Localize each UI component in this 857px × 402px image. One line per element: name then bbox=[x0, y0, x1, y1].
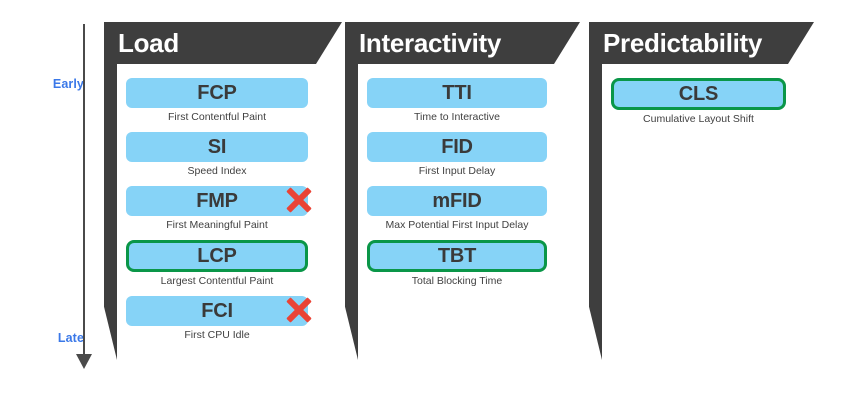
metric-pill[interactable]: TTI bbox=[367, 78, 547, 108]
metric-caption: Cumulative Layout Shift bbox=[643, 113, 754, 125]
metric-abbreviation: LCP bbox=[197, 245, 237, 268]
metric-abbreviation: TTI bbox=[442, 82, 472, 104]
metric-caption: First CPU Idle bbox=[184, 329, 250, 342]
timeline-label-early: Early bbox=[52, 77, 84, 91]
metric-caption: Total Blocking Time bbox=[411, 275, 503, 288]
metric-pill-highlighted[interactable]: LCP bbox=[126, 240, 308, 273]
metric-caption: Max Potential First Input Delay bbox=[385, 219, 529, 232]
column-spine bbox=[104, 64, 117, 360]
metric-pill-highlighted[interactable]: CLS bbox=[611, 78, 786, 110]
column-body: CLS Cumulative Layout Shift bbox=[589, 64, 814, 125]
metric-abbreviation: SI bbox=[207, 136, 227, 159]
metric-caption: First Contentful Paint bbox=[167, 111, 267, 123]
metric-pill[interactable]: FCP bbox=[126, 78, 308, 108]
metric-abbreviation: FMP bbox=[196, 190, 238, 213]
metric-item: FCP First Contentful Paint bbox=[126, 78, 342, 123]
timeline-axis: Early Late bbox=[24, 20, 100, 380]
metric-abbreviation: FCI bbox=[201, 300, 233, 323]
metric-caption: Largest Contentful Paint bbox=[160, 275, 274, 288]
column-banner: Interactivity bbox=[345, 22, 580, 64]
metric-item: FMP First Meaningful Paint bbox=[126, 186, 342, 231]
metric-caption: First Input Delay bbox=[418, 165, 496, 178]
column-title: Predictability bbox=[603, 28, 763, 58]
metric-caption: Time to Interactive bbox=[414, 111, 500, 123]
column-banner: Predictability bbox=[589, 22, 814, 64]
metric-item: TBT Total Blocking Time bbox=[367, 240, 580, 287]
metric-pill[interactable]: FID bbox=[367, 132, 547, 163]
metric-item: SI Speed Index bbox=[126, 132, 342, 177]
metric-abbreviation: FID bbox=[441, 136, 473, 159]
metric-pill-highlighted[interactable]: TBT bbox=[367, 240, 547, 273]
metric-caption: First Meaningful Paint bbox=[166, 219, 268, 232]
metric-abbreviation: mFID bbox=[432, 190, 482, 213]
column-banner: Load bbox=[104, 22, 342, 64]
metric-item: TTI Time to Interactive bbox=[367, 78, 580, 123]
metric-abbreviation: FCP bbox=[197, 82, 237, 104]
metric-item: FCI First CPU Idle bbox=[126, 296, 342, 341]
column-spine bbox=[589, 64, 602, 360]
column-spine bbox=[345, 64, 358, 360]
metric-item: LCP Largest Contentful Paint bbox=[126, 240, 342, 287]
metric-abbreviation: CLS bbox=[678, 83, 719, 105]
metric-item: mFID Max Potential First Input Delay bbox=[367, 186, 580, 231]
timeline-label-late: Late bbox=[57, 331, 84, 345]
metric-pill[interactable]: FMP bbox=[126, 186, 308, 217]
metric-pill[interactable]: mFID bbox=[367, 186, 547, 217]
metric-item: FID First Input Delay bbox=[367, 132, 580, 177]
metric-caption: Speed Index bbox=[187, 165, 247, 178]
timeline-arrow-head-icon bbox=[76, 354, 92, 369]
column-title: Interactivity bbox=[359, 28, 502, 58]
metric-abbreviation: TBT bbox=[437, 245, 477, 268]
timeline-arrow-line bbox=[83, 24, 85, 358]
metric-item: CLS Cumulative Layout Shift bbox=[611, 78, 814, 125]
column-title: Load bbox=[118, 28, 179, 58]
metric-pill[interactable]: SI bbox=[126, 132, 308, 163]
metric-pill[interactable]: FCI bbox=[126, 296, 308, 327]
